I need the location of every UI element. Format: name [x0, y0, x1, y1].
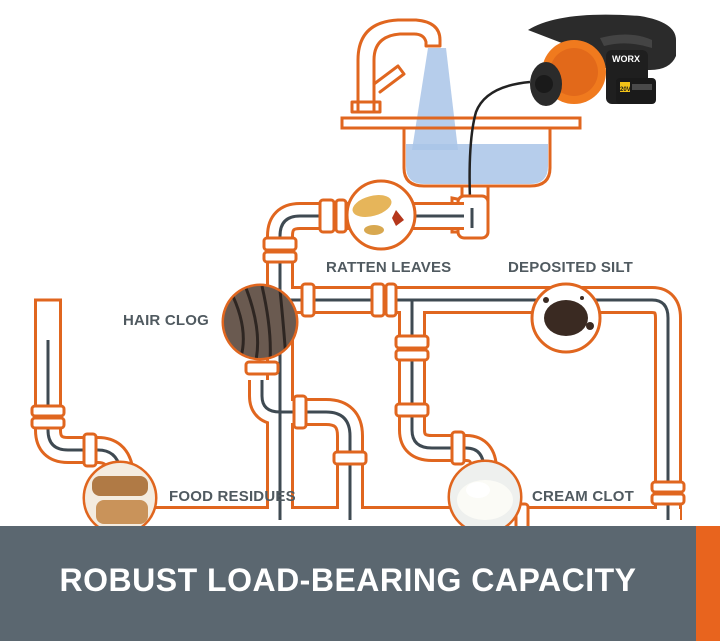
label-ratten-leaves: RATTEN LEAVES — [326, 259, 452, 276]
clog-cream-clot-image — [447, 459, 523, 535]
drain-cable — [468, 80, 531, 201]
sink-water — [406, 144, 548, 184]
pipe-network — [34, 202, 682, 534]
label-deposited-silt: DEPOSITED SILT — [508, 259, 634, 276]
battery-voltage-text: 20V — [620, 87, 631, 93]
clog-food-residues-image — [82, 460, 158, 536]
faucet — [350, 18, 442, 114]
banner — [0, 526, 696, 641]
clog-hair-image — [221, 283, 299, 361]
water-stream — [412, 48, 458, 150]
label-hair-clog: HAIR CLOG — [123, 312, 209, 329]
drain-machine: WORX 20V — [528, 14, 676, 106]
countertop — [340, 116, 582, 130]
banner-headline: ROBUST LOAD-BEARING CAPACITY — [59, 562, 637, 598]
label-food-residues: FOOD RESIDUES — [169, 488, 296, 505]
clog-ratten-leaves-image — [345, 179, 417, 251]
banner-accent-stripe — [696, 526, 720, 641]
label-cream-clot: CREAM CLOT — [532, 488, 634, 505]
clog-deposited-silt-image — [530, 282, 602, 354]
brand-logo-text: WORX — [612, 54, 640, 64]
pipe-couplings — [30, 198, 686, 538]
